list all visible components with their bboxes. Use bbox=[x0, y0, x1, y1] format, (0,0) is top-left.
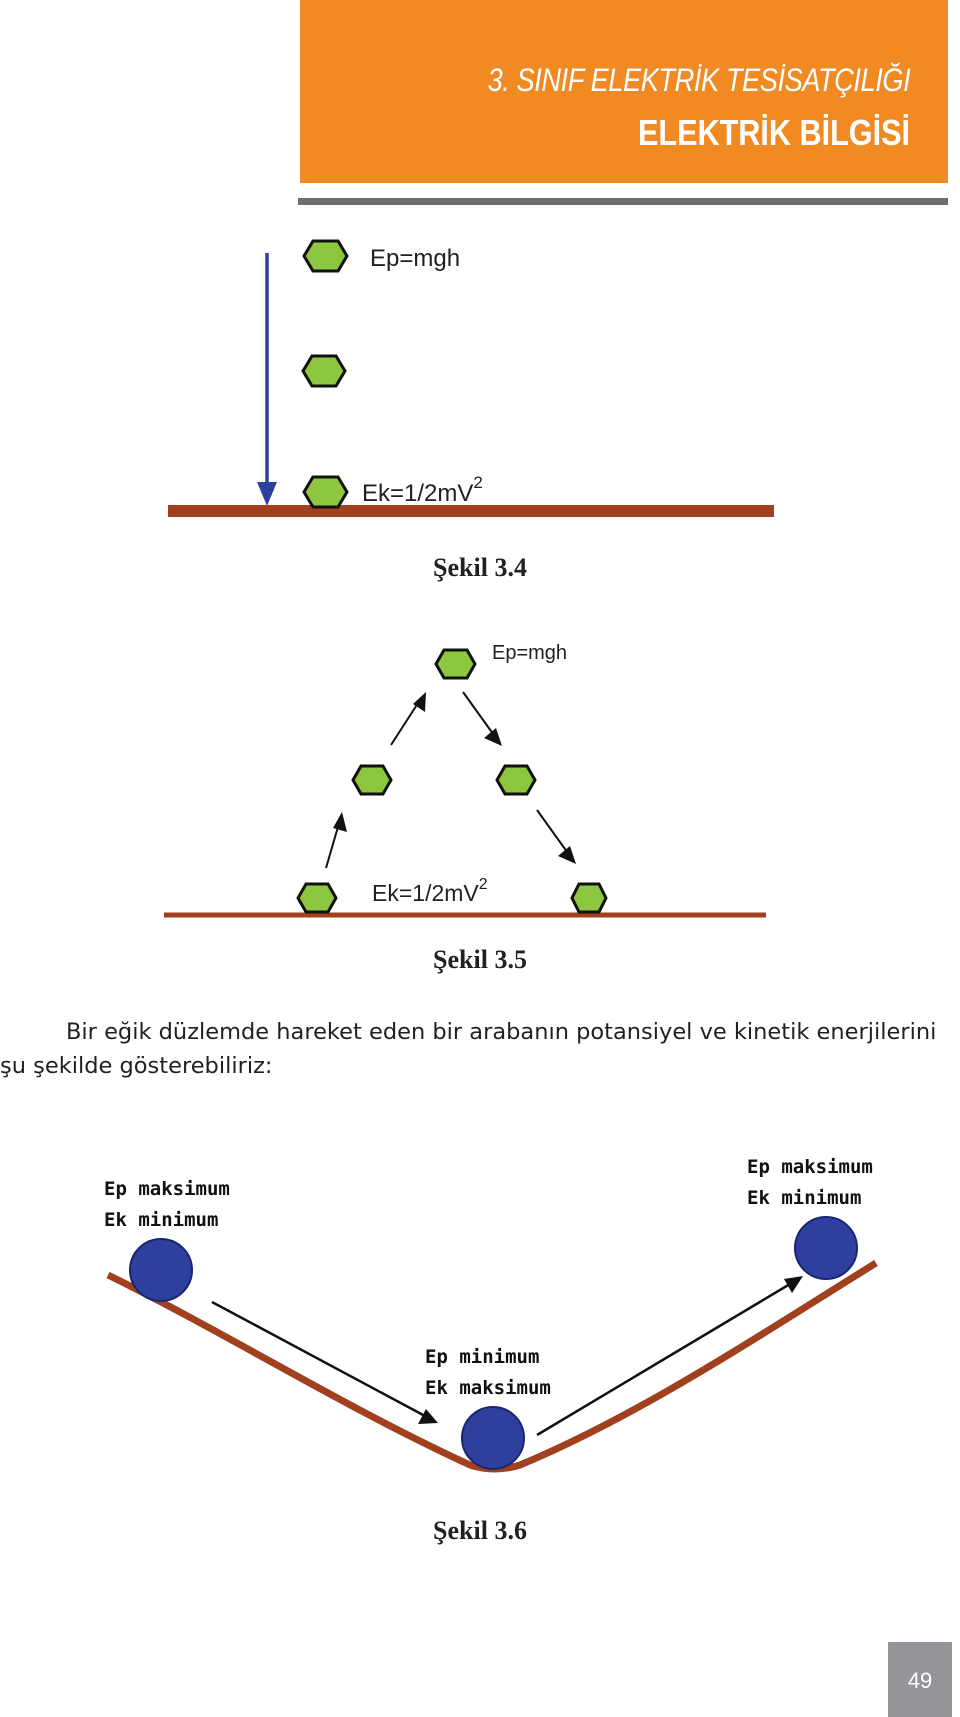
fall-arrow-head bbox=[257, 482, 277, 506]
arrow-up-upper bbox=[390, 699, 421, 746]
arrow-up-upper-head bbox=[413, 692, 426, 712]
paragraph-line-1: Bir eğik düzlemde hareket eden bir araba… bbox=[66, 1019, 937, 1045]
blue-ball-middle bbox=[461, 1406, 525, 1470]
page-number: 49 bbox=[907, 1668, 933, 1693]
fig35-top-label: Ep=mgh bbox=[492, 642, 567, 664]
green-ball-apex bbox=[434, 648, 477, 680]
fig35-bottom-label-sup: 2 bbox=[479, 876, 488, 893]
header-rule bbox=[298, 198, 948, 205]
fig35-bottom-label: Ek=1/2mV2 bbox=[372, 876, 488, 906]
fig34-bottom-label: Ek=1/2mV2 bbox=[362, 473, 483, 507]
green-ball-right-mid bbox=[495, 764, 537, 796]
left-label-ep: Ep maksimum bbox=[104, 1178, 230, 1200]
page-number-box bbox=[888, 1642, 952, 1717]
green-ball-left-mid bbox=[351, 764, 393, 796]
header-band: 3. SINIF ELEKTRİK TESİSATÇILIĞI ELEKTRİK… bbox=[300, 0, 948, 183]
body-paragraph: Bir eğik düzlemde hareket eden bir araba… bbox=[0, 1015, 960, 1083]
arrow-downhill bbox=[211, 1300, 426, 1418]
green-ball-top bbox=[302, 239, 349, 273]
fig34-bottom-label-text: Ek=1/2mV bbox=[362, 480, 473, 507]
arrow-downhill-head bbox=[418, 1409, 438, 1424]
green-ball-bottom bbox=[302, 475, 349, 509]
fig35-bottom-label-text: Ek=1/2mV bbox=[372, 880, 479, 906]
figure-3-5-caption: Şekil 3.5 bbox=[433, 945, 527, 974]
arrow-down-upper-head bbox=[484, 728, 502, 746]
right-label-ep: Ep maksimum bbox=[747, 1156, 873, 1178]
header-subtitle: 3. SINIF ELEKTRİK TESİSATÇILIĞI bbox=[487, 62, 910, 98]
arrow-down-upper bbox=[462, 691, 497, 739]
header-title: ELEKTRİK BİLGİSİ bbox=[637, 112, 910, 153]
left-label-ek: Ek minimum bbox=[104, 1209, 218, 1231]
blue-ball-right bbox=[794, 1216, 858, 1280]
arrow-uphill bbox=[536, 1282, 791, 1437]
figure-3-4: Ep=mgh Ek=1/2mV2 bbox=[168, 239, 774, 517]
arrow-uphill-head bbox=[784, 1276, 803, 1293]
arrow-down-lower-head bbox=[558, 846, 576, 864]
paragraph-line-2: şu şekilde gösterebiliriz: bbox=[0, 1053, 273, 1079]
figure-3-5: Ep=mgh Ek=1/2mV2 bbox=[164, 642, 766, 918]
arrow-up-lower-head bbox=[333, 812, 347, 832]
middle-label-ep: Ep minimum bbox=[425, 1346, 539, 1368]
figure-3-6-caption: Şekil 3.6 bbox=[433, 1516, 527, 1545]
fig34-bottom-label-sup: 2 bbox=[473, 473, 482, 492]
arrow-down-lower bbox=[536, 809, 571, 857]
middle-label-ek: Ek maksimum bbox=[425, 1377, 551, 1399]
right-label-ek: Ek minimum bbox=[747, 1187, 861, 1209]
green-ball-middle bbox=[301, 354, 347, 388]
fig34-top-label: Ep=mgh bbox=[370, 245, 460, 272]
green-ball-left-bottom bbox=[296, 882, 338, 914]
figure-3-4-caption: Şekil 3.4 bbox=[433, 553, 527, 582]
figure-3-6: Ep maksimum Ek minimum Ep minimum Ek mak… bbox=[104, 1156, 878, 1473]
green-ball-right-bottom bbox=[570, 882, 608, 914]
blue-ball-left bbox=[129, 1238, 193, 1302]
